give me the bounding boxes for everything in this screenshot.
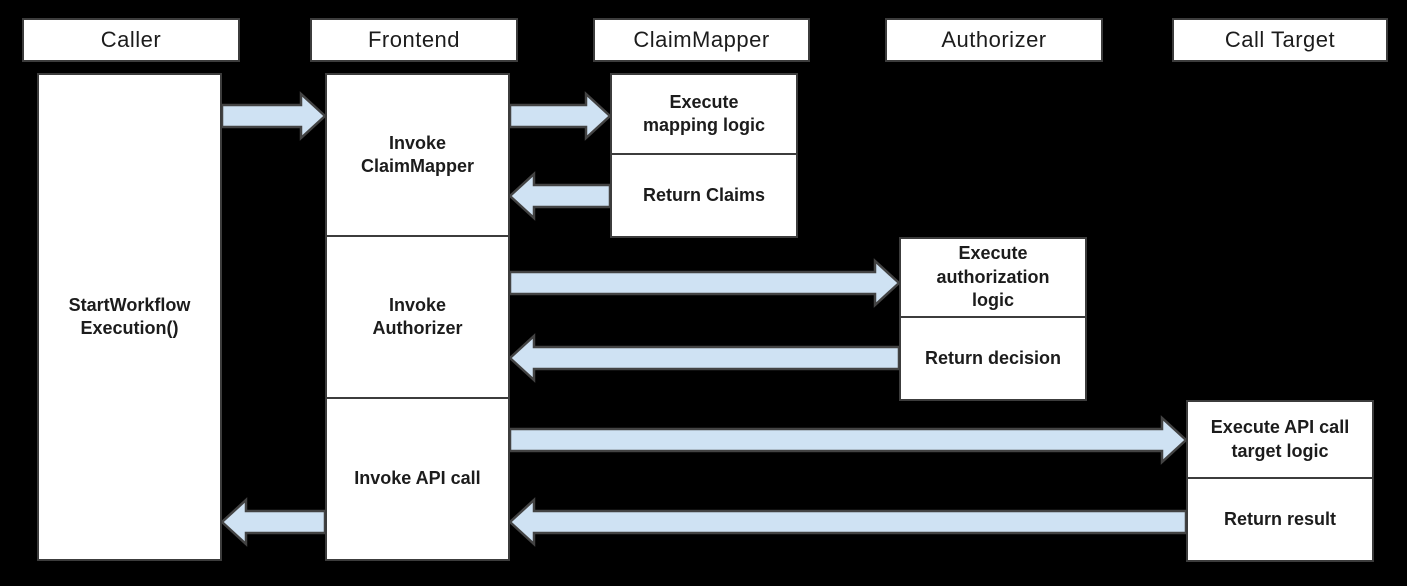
arrow-calltarget-to-frontend xyxy=(508,497,1188,547)
activation-frontend: Invoke ClaimMapper Invoke Authorizer Inv… xyxy=(325,73,510,561)
actor-header-frontend: Frontend xyxy=(310,18,518,62)
actor-header-calltarget: Call Target xyxy=(1172,18,1388,62)
activation-box-execute-api-call-target-logic: Execute API call target logic xyxy=(1186,400,1374,479)
activation-box-execute-authorization-logic: Execute authorization logic xyxy=(899,237,1087,318)
activation-box-invoke-api-call: Invoke API call xyxy=(325,397,510,561)
arrow-claimmapper-to-frontend xyxy=(508,171,612,221)
activation-box-return-result: Return result xyxy=(1186,477,1374,562)
actor-header-caller: Caller xyxy=(22,18,240,62)
arrow-frontend-to-caller-return xyxy=(220,497,327,547)
activation-caller: StartWorkflow Execution() xyxy=(37,73,222,561)
arrow-frontend-to-calltarget xyxy=(508,415,1188,465)
activation-box-invoke-authorizer: Invoke Authorizer xyxy=(325,235,510,399)
arrow-frontend-to-authorizer xyxy=(508,258,901,308)
activation-box-execute-mapping-logic: Execute mapping logic xyxy=(610,73,798,155)
arrow-frontend-to-claimmapper xyxy=(508,91,612,141)
activation-box-return-claims: Return Claims xyxy=(610,153,798,238)
activation-calltarget: Execute API call target logic Return res… xyxy=(1186,400,1374,562)
activation-claimmapper: Execute mapping logic Return Claims xyxy=(610,73,798,238)
activation-box-invoke-claimmapper: Invoke ClaimMapper xyxy=(325,73,510,237)
activation-box-return-decision: Return decision xyxy=(899,316,1087,401)
activation-authorizer: Execute authorization logic Return decis… xyxy=(899,237,1087,401)
actor-header-claimmapper: ClaimMapper xyxy=(593,18,810,62)
activation-box-startworkflowexecution: StartWorkflow Execution() xyxy=(37,73,222,561)
actor-header-authorizer: Authorizer xyxy=(885,18,1103,62)
arrow-caller-to-frontend xyxy=(220,91,327,141)
arrow-authorizer-to-frontend xyxy=(508,333,901,383)
